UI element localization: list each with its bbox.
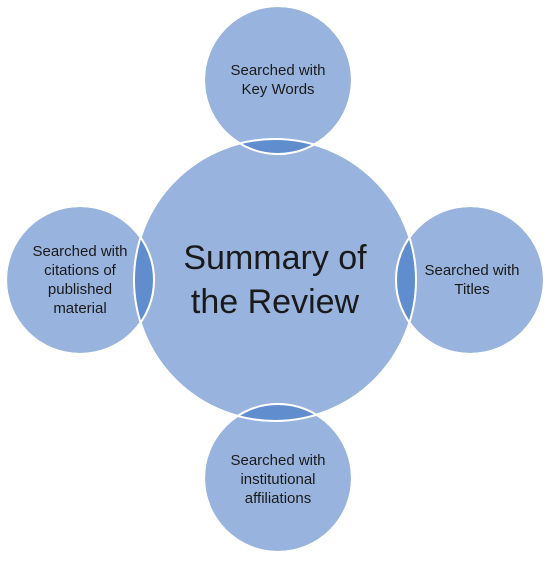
satellite-label-left: Searched with citations of published mat… bbox=[32, 243, 128, 317]
satellite-label-top: Searched with Key Words bbox=[230, 62, 326, 98]
center-label: Summary of the Review bbox=[183, 239, 367, 321]
satellite-label-right: Searched with Titles bbox=[424, 262, 520, 298]
satellite-label-bottom: Searched with institutional affiliations bbox=[230, 451, 326, 507]
